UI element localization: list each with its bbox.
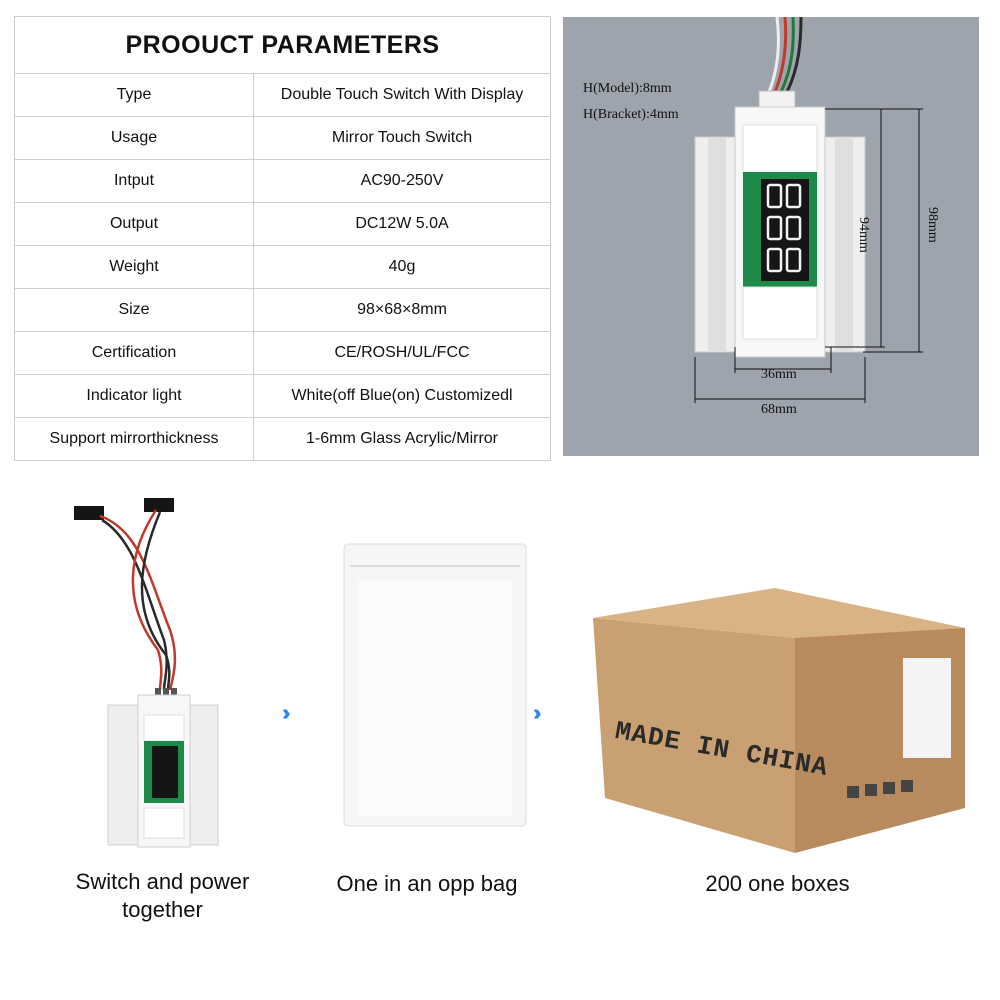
param-label: Indicator light [14, 374, 254, 418]
cables [99, 509, 177, 691]
outer-width-label: 68mm [761, 402, 797, 417]
digits [766, 183, 802, 273]
param-value: 98×68×8mm [252, 288, 552, 332]
table-title: PROOUCT PARAMETERS [13, 16, 552, 74]
table-row: Intput AC90-250V [14, 159, 552, 203]
switch-caption: Switch and power together [40, 868, 285, 924]
param-label: Certification [14, 331, 254, 375]
touch-pad-bottom [742, 286, 818, 340]
chevron-right-icon: ››››› [533, 700, 540, 725]
touch-pad-bottom [143, 807, 185, 839]
box-caption: 200 one boxes [705, 871, 850, 896]
table-row: Weight 40g [14, 245, 552, 289]
digit-display [152, 746, 178, 798]
tape-strip-left [708, 137, 726, 352]
table-row: Output DC12W 5.0A [14, 202, 552, 246]
bag-caption: One in an opp bag [336, 871, 518, 896]
cardboard-box [593, 588, 965, 853]
inner-width-label: 36mm [761, 367, 797, 382]
switch-dimension-drawing [694, 17, 923, 403]
cable-bundle [767, 17, 803, 93]
table-title-row: PROOUCT PARAMETERS [13, 16, 552, 74]
recycle-icons [847, 780, 913, 798]
chevron-right-icon: ››››› [282, 700, 289, 725]
param-label: Support mirrorthickness [14, 417, 254, 461]
switch-with-cables [74, 498, 219, 848]
touch-pad-top [742, 124, 818, 174]
connector [758, 90, 796, 110]
dimension-lines [694, 108, 923, 403]
switch-caption-line1: Switch and power [75, 869, 250, 894]
bracket-height-label: H(Bracket):4mm [583, 107, 679, 122]
table-row: Size 98×68×8mm [14, 288, 552, 332]
table-row: Usage Mirror Touch Switch [14, 116, 552, 160]
plug-connectors [74, 498, 174, 520]
table-row: Certification CE/ROSH/UL/FCC [14, 331, 552, 375]
table-row: Support mirrorthickness 1-6mm Glass Acry… [14, 417, 552, 461]
param-label: Size [14, 288, 254, 332]
opp-bag [343, 543, 527, 827]
param-label: Type [14, 73, 254, 117]
switch-caption-line2: together [122, 897, 203, 922]
param-label: Intput [14, 159, 254, 203]
cable-pins [155, 688, 177, 700]
table-row: Indicator light White(off Blue(on) Custo… [14, 374, 552, 418]
model-height-label: H(Model):8mm [583, 81, 672, 96]
param-value: CE/ROSH/UL/FCC [252, 331, 552, 375]
param-value: 1-6mm Glass Acrylic/Mirror [252, 417, 552, 461]
param-value: Double Touch Switch With Display [252, 73, 552, 117]
param-value: 40g [252, 245, 552, 289]
param-label: Usage [14, 116, 254, 160]
touch-pad-top [143, 714, 185, 742]
param-value: DC12W 5.0A [252, 202, 552, 246]
outer-height-label: 98mm [925, 207, 940, 243]
param-value: Mirror Touch Switch [252, 116, 552, 160]
table-row: Type Double Touch Switch With Display [14, 73, 552, 117]
param-value: AC90-250V [252, 159, 552, 203]
inner-height-label: 94mm [856, 217, 871, 253]
tape-strip-right [835, 137, 853, 352]
box-front [593, 618, 795, 853]
dimension-photo: H(Model):8mm H(Bracket):4mm 94mm 98mm 36… [563, 17, 979, 456]
parameter-table: PROOUCT PARAMETERS Type Double Touch Swi… [13, 16, 552, 461]
param-label: Weight [14, 245, 254, 289]
param-label: Output [14, 202, 254, 246]
shipping-label [903, 658, 951, 758]
param-value: White(off Blue(on) Customizedl [252, 374, 552, 418]
